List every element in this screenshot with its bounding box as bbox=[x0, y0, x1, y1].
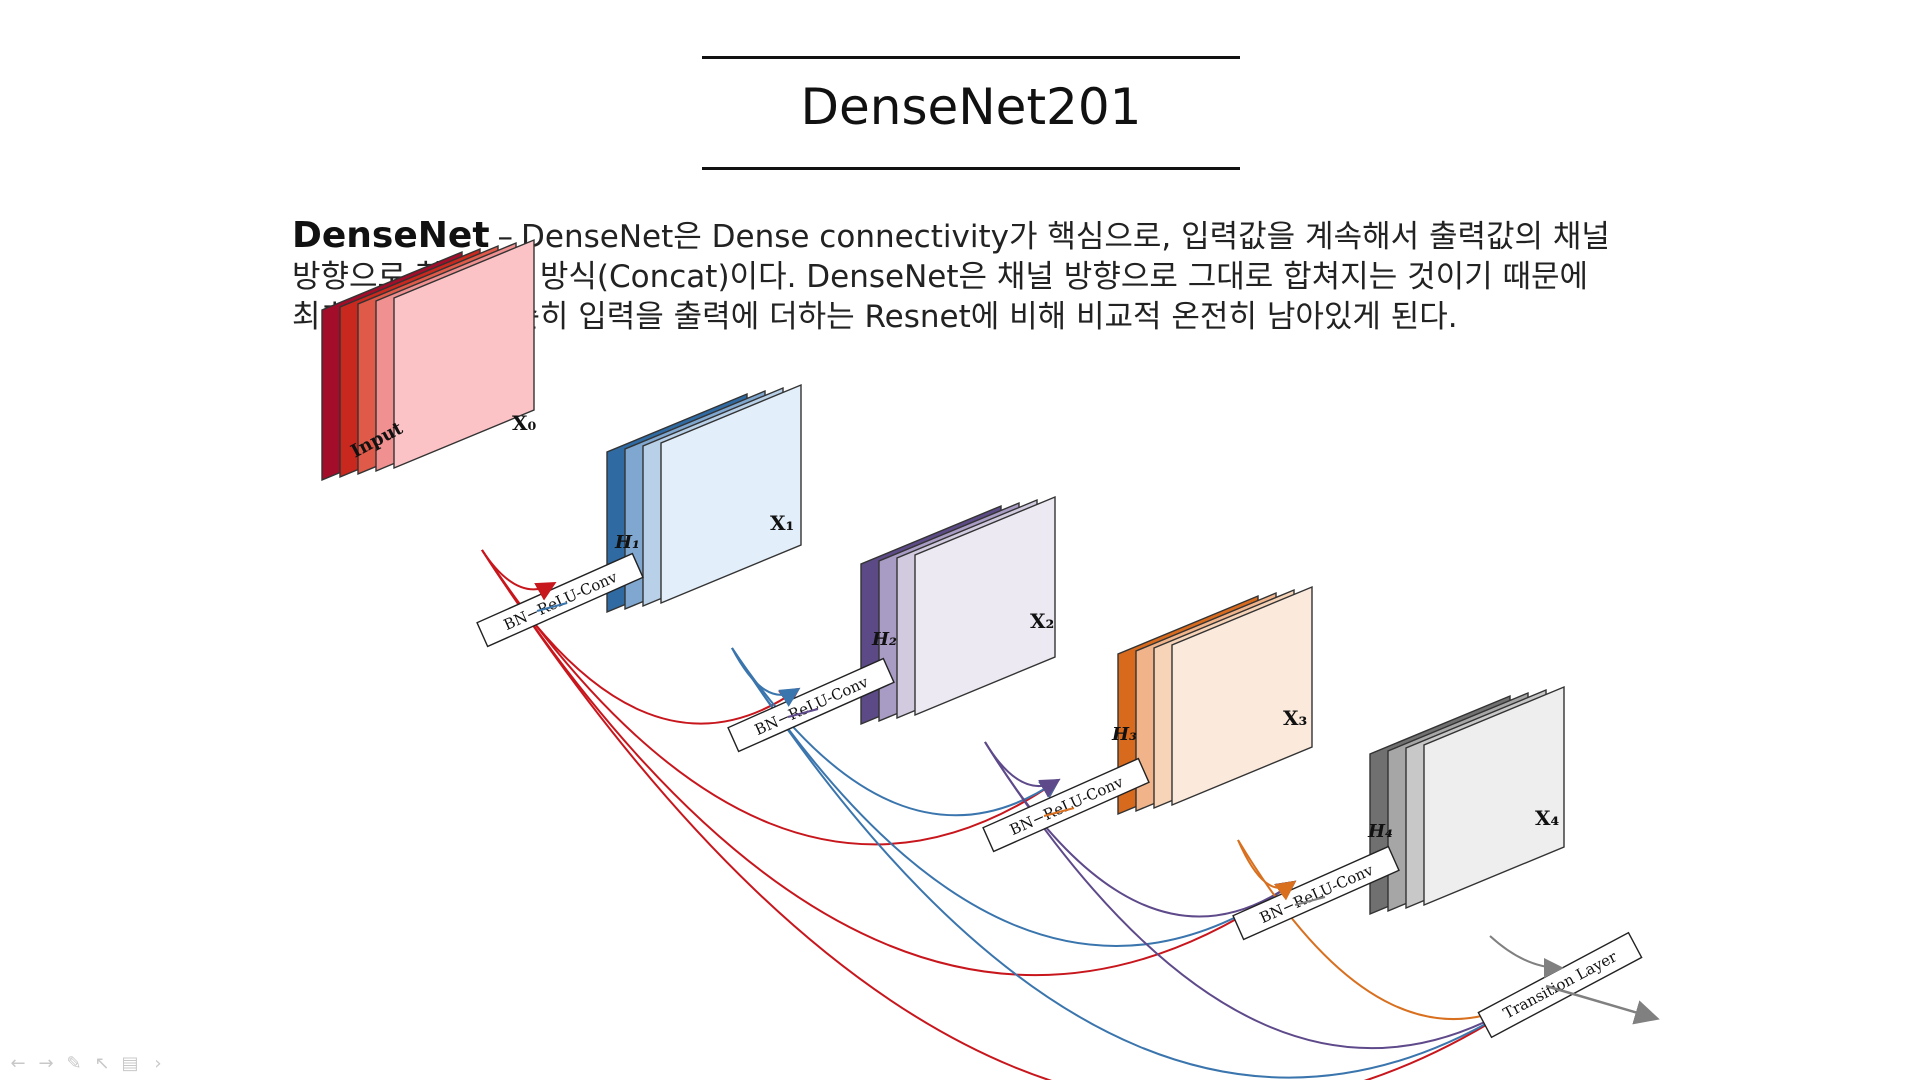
skip-connection-arrow bbox=[481, 549, 557, 601]
feature-map-sheet bbox=[660, 383, 802, 605]
layer-connector bbox=[536, 602, 568, 612]
arrow-right-icon[interactable]: → bbox=[38, 1053, 54, 1074]
feature-map-sheet bbox=[914, 495, 1056, 717]
skip-connection-arrow bbox=[984, 741, 1550, 1050]
pen-icon[interactable]: ✎ bbox=[66, 1053, 82, 1074]
feature-block-0 bbox=[321, 238, 535, 482]
layer-box-label: BN−ReLU-Conv bbox=[501, 568, 620, 634]
slideshow-toolbar: ← → ✎ ↖ ▤ › bbox=[8, 1053, 168, 1074]
feature-block-4 bbox=[1369, 685, 1565, 916]
description-term: DenseNet bbox=[292, 215, 490, 256]
layer-label-h3: H₃ bbox=[1111, 724, 1137, 745]
description-paragraph: DenseNet–DenseNet은 Dense connectivity가 핵… bbox=[292, 216, 1622, 337]
block-label-x2: X₂ bbox=[1030, 609, 1054, 633]
skip-connection-arrow bbox=[1489, 935, 1564, 978]
feature-map-sheet bbox=[393, 238, 535, 470]
skip-connection-arrow bbox=[731, 647, 1550, 1079]
layer-label-h4: H₄ bbox=[1367, 821, 1393, 842]
slide-title: DenseNet201 bbox=[800, 78, 1142, 136]
layer-box-frame bbox=[727, 657, 895, 753]
layer-connector bbox=[1294, 896, 1326, 906]
connection-arrows-front bbox=[481, 549, 1660, 1025]
description-text: DenseNet은 Dense connectivity가 핵심으로, 입력값을… bbox=[292, 219, 1610, 335]
title-rule-top bbox=[702, 56, 1240, 59]
output-arrow bbox=[1545, 984, 1660, 1025]
block-label-x0: X₀ bbox=[512, 411, 537, 435]
skip-connection-arrow bbox=[984, 741, 1061, 798]
layer-box-frame bbox=[1232, 845, 1400, 941]
transition-layer-box: Transition Layer bbox=[1477, 931, 1643, 1039]
feature-map-blocks bbox=[321, 238, 1565, 916]
layer-connector bbox=[1043, 807, 1075, 817]
block-label-x3: X₃ bbox=[1283, 706, 1307, 730]
layer-connector bbox=[787, 708, 819, 718]
skip-connection-arrow bbox=[481, 549, 1061, 846]
pointer-icon[interactable]: ↖ bbox=[94, 1053, 110, 1074]
skip-connection-arrow bbox=[481, 549, 1550, 1080]
skip-connection-arrow bbox=[1237, 839, 1297, 901]
feature-block-1 bbox=[606, 383, 802, 614]
feature-block-2 bbox=[860, 495, 1056, 726]
block-label-x4: X₄ bbox=[1535, 806, 1560, 830]
notes-icon[interactable]: ▤ bbox=[121, 1053, 139, 1074]
skip-connection-arrow bbox=[731, 647, 1297, 947]
layer-box-frame bbox=[982, 757, 1150, 853]
transition-layer-label: Transition Layer bbox=[1500, 947, 1620, 1022]
skip-connection-arrow bbox=[731, 647, 801, 707]
layer-label-h1: H₁ bbox=[614, 532, 640, 553]
feature-map-sheet bbox=[1171, 585, 1313, 807]
feature-map-sheet bbox=[1423, 685, 1565, 907]
skip-connection-arrow bbox=[481, 549, 1297, 977]
block-label-x1: X₁ bbox=[770, 511, 794, 535]
feature-block-3 bbox=[1117, 585, 1313, 816]
layer-label-h2: H₂ bbox=[871, 629, 897, 650]
title-rule-bottom bbox=[702, 167, 1240, 170]
chevron-right-icon[interactable]: › bbox=[154, 1053, 162, 1074]
arrow-left-icon[interactable]: ← bbox=[10, 1053, 26, 1074]
